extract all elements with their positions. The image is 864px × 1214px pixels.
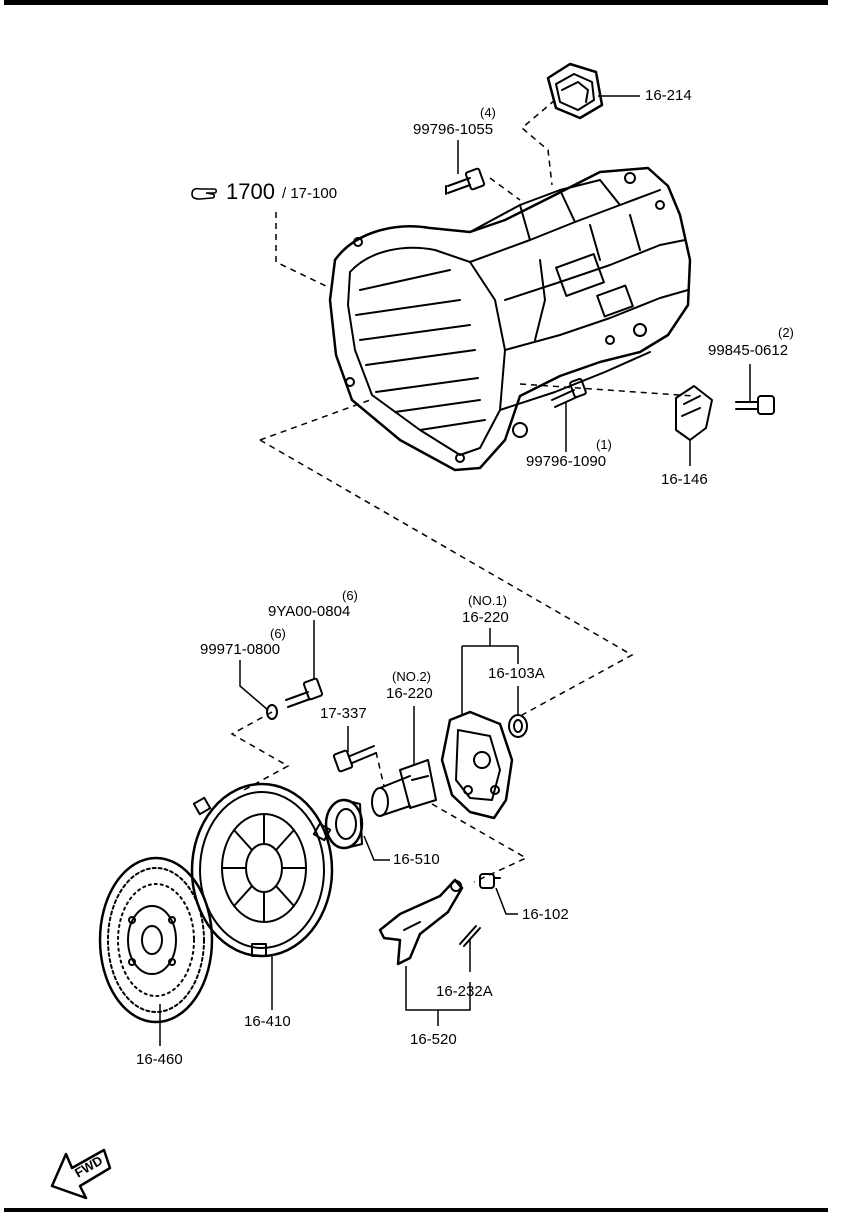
label-99796-1055: 99796-1055 [413,121,494,138]
label-16-410: 16-410 [244,1013,291,1030]
label-16-232a: 16-232A [436,983,493,1000]
clutch-disc-16-460 [98,856,214,1024]
label-16-102: 16-102 [522,906,569,923]
top-border [4,0,828,5]
fwd-arrow-icon [50,1148,112,1200]
bolt-99796-1055 [445,167,486,195]
dust-cover-16-146 [675,385,713,441]
label-99796-1090: 99796-1090 [526,453,607,470]
bolt-17-337 [332,745,377,773]
pin-16-232a [459,925,481,947]
release-bearing-16-510 [324,798,364,850]
release-fork-16-520 [378,878,464,966]
clutch-housing-no2 [371,759,437,817]
label-16-520: 16-520 [410,1031,457,1048]
label-16-146: 16-146 [661,471,708,488]
leader-lines [159,95,751,1046]
pressure-plate-16-410 [190,782,334,958]
label-no1: (NO.1) [468,593,507,608]
transmission-case [328,166,692,472]
seal-16-103a [508,714,528,738]
label-no2: (NO.2) [392,669,431,684]
label-9ya00-0804: 9YA00-0804 [268,603,351,620]
label-99971-0800: 99971-0800 [200,641,281,658]
label-16-220-no2: 16-220 [386,685,433,702]
washer-99971-0800 [266,704,278,720]
label-16-103a: 16-103A [488,665,545,682]
bottom-border [4,1208,828,1212]
label-16-214: 16-214 [645,87,692,104]
label-99796-1090-qty: (1) [596,437,612,452]
label-17-337: 17-337 [320,705,367,722]
label-99845-0612: 99845-0612 [708,342,789,359]
pivot-16-102 [479,873,501,889]
label-9ya00-0804-qty: (6) [342,588,358,603]
label-99796-1055-qty: (4) [480,105,496,120]
label-16-510: 16-510 [393,851,440,868]
label-99845-0612-qty: (2) [778,325,794,340]
bolt-99845-0612 [735,395,775,415]
label-16-220-no1: 16-220 [462,609,509,626]
bolt-99796-1090 [551,377,587,408]
label-99971-0800-qty: (6) [270,626,286,641]
bolt-9ya00-0804 [285,677,324,708]
label-1700: 1700 [226,179,275,204]
clutch-housing-no1 [440,710,514,820]
dashed-guide-lines [230,99,695,883]
label-17-100: / 17-100 [282,185,338,202]
label-16-460: 16-460 [136,1051,183,1068]
gear-shift-bezel [546,62,604,120]
pointing-hand-icon [190,186,218,202]
